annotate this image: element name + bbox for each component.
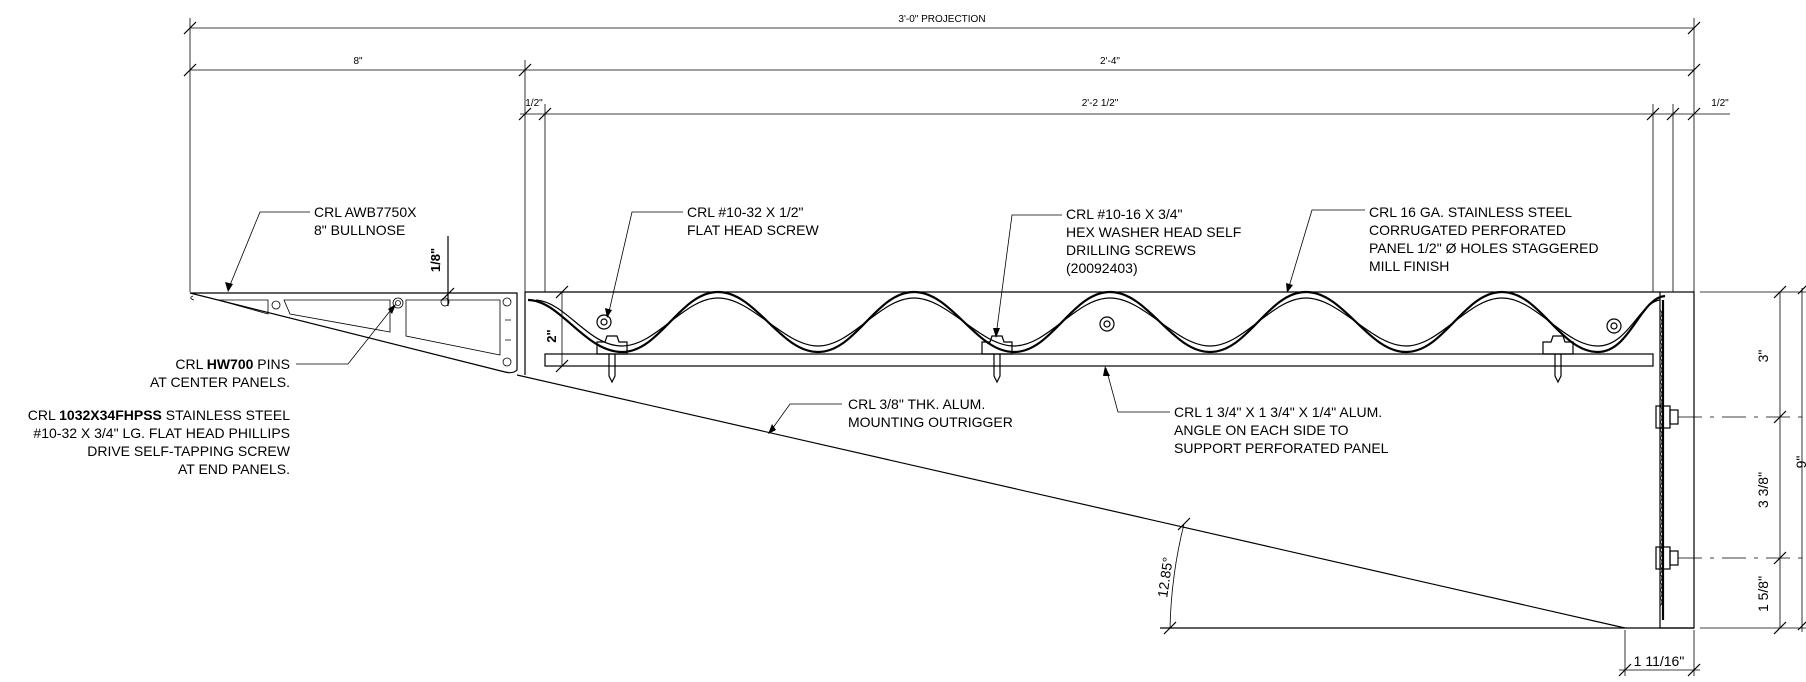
bullnose-width-label: 8" — [353, 56, 363, 67]
svg-text:(20092403): (20092403) — [1066, 260, 1138, 276]
three-inch-label: 3" — [1755, 350, 1771, 363]
svg-text:MOUNTING OUTRIGGER: MOUNTING OUTRIGGER — [848, 414, 1013, 430]
svg-text:CRL #10-32 X 1/2": CRL #10-32 X 1/2" — [687, 204, 804, 220]
two-inch-dimension: 2" — [544, 285, 569, 373]
bullnose-width-dimension: 8" — [183, 56, 532, 292]
eighth-inch-dimension: 1/8" — [428, 236, 455, 306]
mounting-outrigger — [516, 291, 1694, 629]
svg-text:8" BULLNOSE: 8" BULLNOSE — [314, 222, 405, 238]
callout-outrigger: CRL 3/8" THK. ALUM. MOUNTING OUTRIGGER — [768, 396, 1013, 434]
half-inch-right-label: 1/2" — [1711, 98, 1729, 109]
callout-pins: CRL HW700 PINS AT CENTER PANELS. — [150, 304, 396, 390]
svg-text:MILL FINISH: MILL FINISH — [1369, 258, 1449, 274]
nine-inch-label: 9" — [1793, 456, 1806, 469]
eighth-inch-label: 1/8" — [428, 248, 443, 272]
half-inch-left-dimension: 1/2" — [518, 98, 552, 292]
callout-angle-support: CRL 1 3/4" X 1 3/4" X 1/4" ALUM. ANGLE O… — [1103, 366, 1389, 456]
svg-text:AT END PANELS.: AT END PANELS. — [178, 461, 290, 477]
svg-text:CRL #10-16 X 3/4": CRL #10-16 X 3/4" — [1066, 206, 1183, 222]
half-inch-left-label: 1/2" — [525, 98, 543, 109]
svg-text:#10-32 X 3/4" LG. FLAT HEAD PH: #10-32 X 3/4" LG. FLAT HEAD PHILLIPS — [33, 425, 290, 441]
panel-span-label: 2'-4" — [1100, 56, 1120, 67]
svg-text:CORRUGATED PERFORATED: CORRUGATED PERFORATED — [1369, 222, 1566, 238]
flat-head-screw-center — [1099, 316, 1115, 332]
right-vertical-dimensions — [1700, 285, 1806, 635]
svg-text:AT CENTER PANELS.: AT CENTER PANELS. — [150, 374, 290, 390]
callout-self-tapping-screw: CRL 1032X34FHPSS STAINLESS STEEL #10-32 … — [28, 407, 291, 477]
svg-text:PANEL 1/2" Ø HOLES STAGGERED: PANEL 1/2" Ø HOLES STAGGERED — [1369, 240, 1599, 256]
one-five-eighths-label: 1 5/8" — [1755, 576, 1771, 612]
svg-text:DRIVE SELF-TAPPING SCREW: DRIVE SELF-TAPPING SCREW — [87, 443, 291, 459]
inner-span-label: 2'-2 1/2" — [1082, 98, 1119, 109]
angle-label: 12.85° — [1154, 556, 1176, 598]
flat-head-screw-left — [596, 314, 612, 330]
callout-perforated-panel: CRL 16 GA. STAINLESS STEEL CORRUGATED PE… — [1286, 204, 1599, 293]
bottom-offset-dimension: 1 11/16" — [1618, 630, 1701, 677]
angle-dimension: 12.85° — [1154, 517, 1191, 635]
projection-dimension: 3'-0" PROJECTION — [183, 14, 1701, 292]
svg-text:ANGLE ON EACH SIDE TO: ANGLE ON EACH SIDE TO — [1174, 422, 1349, 438]
wall-bolt-lower — [1655, 546, 1806, 570]
svg-text:CRL 16 GA. STAINLESS STEEL: CRL 16 GA. STAINLESS STEEL — [1369, 204, 1572, 220]
callout-bullnose: CRL AWB7750X 8" BULLNOSE — [225, 204, 417, 292]
callout-hex-washer: CRL #10-16 X 3/4" HEX WASHER HEAD SELF D… — [993, 206, 1241, 338]
svg-text:CRL HW700 PINS: CRL HW700 PINS — [175, 356, 290, 372]
wall-bolt-upper — [1655, 405, 1806, 429]
bullnose-extrusion — [189, 292, 518, 374]
three-three-eighths-label: 3 3/8" — [1755, 472, 1771, 508]
hex-washer-screw-1 — [596, 335, 628, 384]
callout-flat-head-screw: CRL #10-32 X 1/2" FLAT HEAD SCREW — [605, 204, 820, 318]
svg-text:DRILLING SCREWS: DRILLING SCREWS — [1066, 242, 1196, 258]
svg-text:CRL 1032X34FHPSS STAINLESS STE: CRL 1032X34FHPSS STAINLESS STEEL — [28, 407, 290, 423]
hex-washer-screw-2 — [981, 335, 1013, 384]
hex-washer-screw-3 — [1542, 335, 1574, 384]
eleven-sixteenths-label: 1 11/16" — [1634, 653, 1685, 669]
two-inch-label: 2" — [544, 329, 559, 342]
svg-text:FLAT HEAD SCREW: FLAT HEAD SCREW — [687, 222, 820, 238]
svg-text:SUPPORT PERFORATED PANEL: SUPPORT PERFORATED PANEL — [1174, 440, 1389, 456]
svg-text:CRL 3/8" THK. ALUM.: CRL 3/8" THK. ALUM. — [848, 396, 985, 412]
flat-head-screw-right — [1606, 318, 1622, 334]
mounting-plate — [1659, 291, 1695, 629]
svg-text:CRL 1 3/4" X 1 3/4" X 1/4" ALU: CRL 1 3/4" X 1 3/4" X 1/4" ALUM. — [1174, 404, 1382, 420]
svg-text:HEX WASHER HEAD SELF: HEX WASHER HEAD SELF — [1066, 224, 1241, 240]
svg-text:CRL AWB7750X: CRL AWB7750X — [314, 204, 417, 220]
panel-span-dimension: 2'-4" — [525, 56, 1701, 77]
projection-label: 3'-0" PROJECTION — [898, 14, 985, 25]
half-inch-right-dimension: 1/2" — [1653, 98, 1730, 292]
corrugated-panel — [527, 290, 1666, 354]
support-angle — [544, 353, 1654, 367]
